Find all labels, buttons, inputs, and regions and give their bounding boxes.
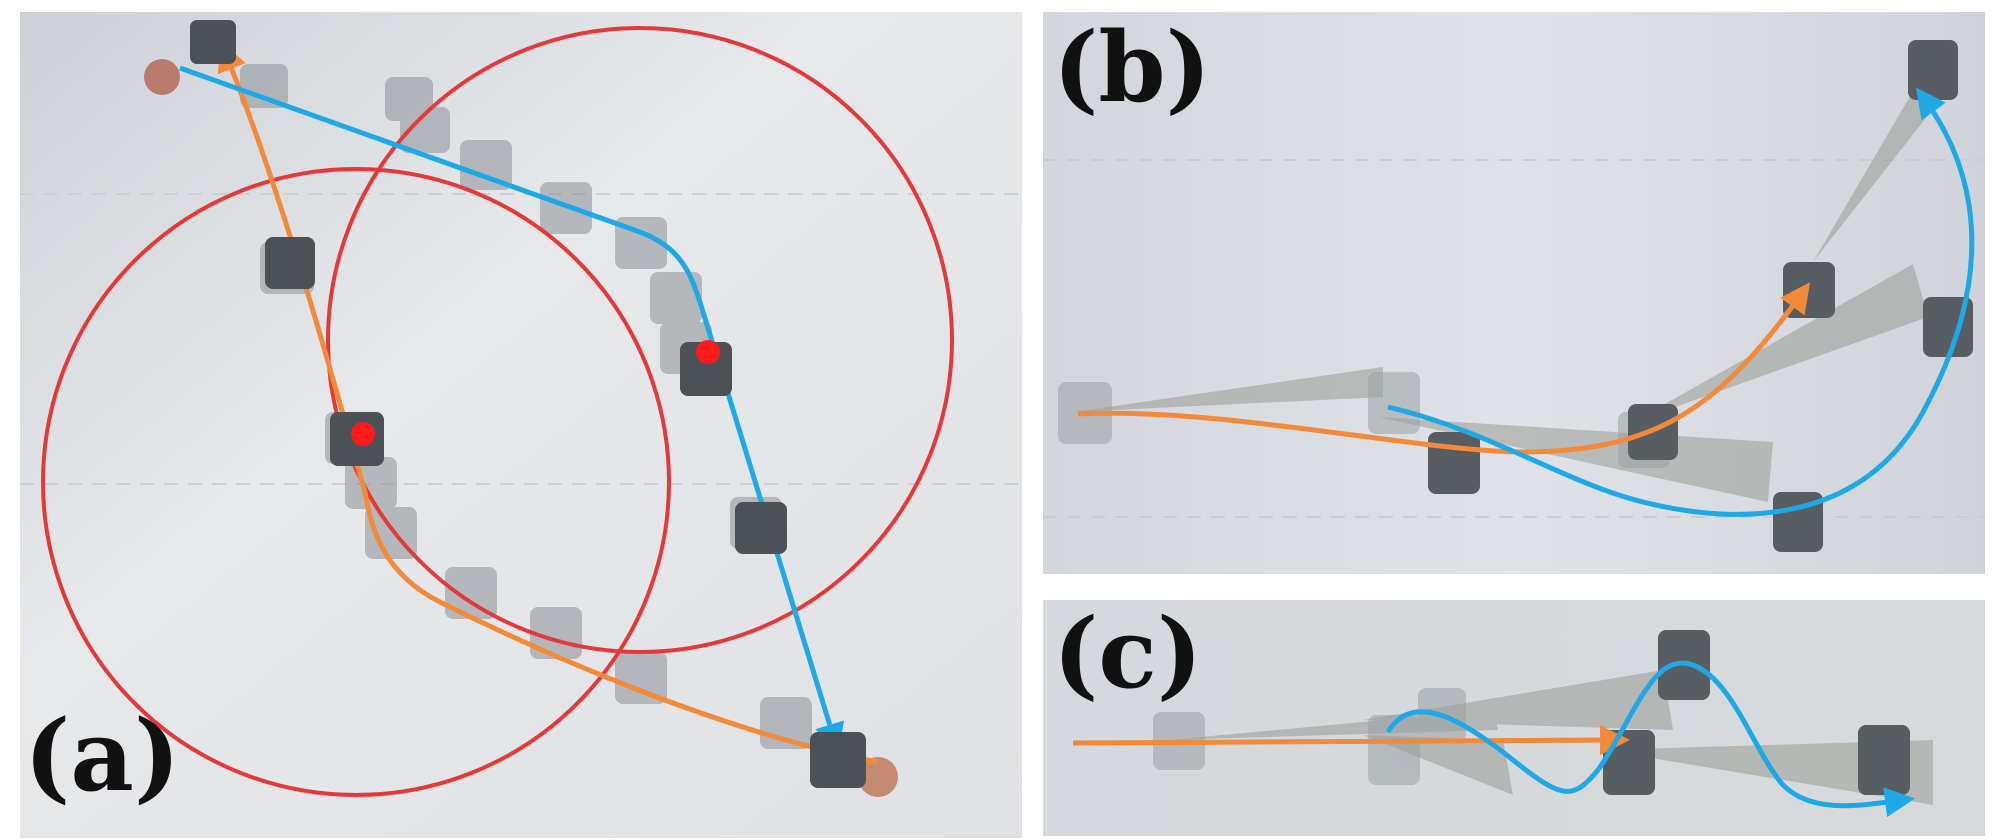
- robot-icon: [1368, 372, 1420, 434]
- orange-trajectory: [1072, 725, 1630, 756]
- robot-icon: [385, 77, 433, 121]
- panel-c-label: (c): [1053, 600, 1203, 710]
- sensing-circle-left: [41, 167, 671, 797]
- robot-icon: [1368, 715, 1420, 785]
- panel-c-scene: [1043, 600, 1985, 836]
- robot-icon: [1908, 40, 1958, 100]
- robot-icon: [810, 732, 866, 788]
- robot-icon: [445, 567, 497, 619]
- robot-icon: [530, 607, 582, 659]
- robot-icon: [1858, 725, 1910, 795]
- robots-b: [1428, 40, 1973, 552]
- robot-icon: [1428, 432, 1480, 494]
- panel-b-label: (b): [1053, 12, 1211, 124]
- robot-icon: [650, 272, 702, 324]
- blue-trajectory: [179, 65, 845, 754]
- sensor-cone-icon: [1633, 264, 1928, 422]
- target-marker-icon: [351, 422, 375, 446]
- robot-icon: [1773, 492, 1823, 552]
- sensing-circle-right: [326, 26, 954, 654]
- panel-b-scene: [1043, 12, 1985, 574]
- robot-icon: [190, 20, 236, 64]
- robot-icon: [265, 237, 315, 289]
- panel-c: (c): [1043, 600, 1985, 836]
- panel-a-label: (a): [24, 699, 181, 814]
- robot-icon: [735, 502, 787, 554]
- start-marker: [858, 757, 898, 797]
- panel-a: (a): [20, 12, 1022, 838]
- robot-icon: [615, 652, 667, 704]
- panel-b: (b): [1043, 12, 1985, 574]
- panel-a-background: [20, 12, 1022, 838]
- start-marker: [144, 59, 180, 95]
- robot-icon: [460, 140, 512, 190]
- sensor-cone-icon: [1073, 367, 1383, 412]
- target-marker-icon: [696, 340, 720, 364]
- robot-icon: [240, 64, 288, 108]
- panel-a-scene: [20, 12, 1022, 838]
- blue-trajectory: [1387, 87, 1975, 517]
- sensor-cone-icon: [1603, 740, 1933, 805]
- blue-trajectory: [1385, 660, 1915, 818]
